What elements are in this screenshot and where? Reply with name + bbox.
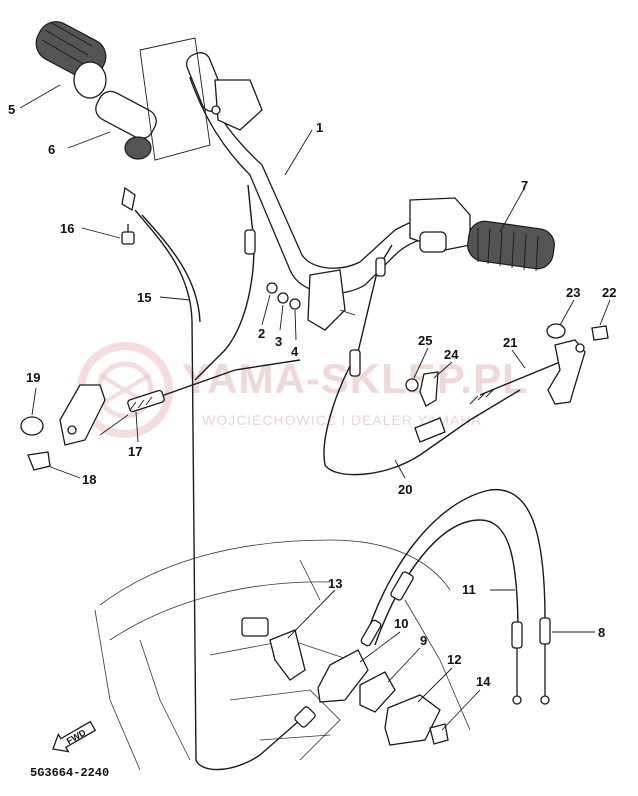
handlebar-holder (266, 269, 356, 331)
callout-7: 7 (521, 178, 528, 193)
callout-2: 2 (258, 326, 265, 341)
callout-8: 8 (598, 625, 605, 640)
callout-6: 6 (48, 142, 55, 157)
lower-parts (241, 617, 449, 746)
callout-24: 24 (444, 347, 459, 362)
callout-20: 20 (398, 482, 412, 497)
fwd-arrow: FWD (52, 720, 97, 753)
callout-15: 15 (137, 290, 151, 305)
callout-19: 19 (26, 370, 40, 385)
callout-1: 1 (316, 120, 323, 135)
callout-25: 25 (418, 333, 432, 348)
left-grip (35, 21, 107, 99)
watermark: YAMA-SKLEP.PL WOJCIECHOWICZ I DEALER YAM… (77, 342, 528, 438)
throttle-cable (121, 184, 316, 771)
callouts: 5 6 1 7 16 15 2 3 4 19 17 18 20 21 23 22… (8, 102, 616, 689)
leader-lines (19, 84, 611, 731)
callout-11: 11 (462, 582, 476, 597)
callout-23: 23 (566, 285, 580, 300)
callout-12: 12 (447, 652, 461, 667)
callout-5: 5 (8, 102, 15, 117)
fwd-arrow-icon (52, 720, 97, 753)
left-lever-holder (211, 79, 263, 131)
callout-18: 18 (82, 472, 96, 487)
callout-17: 17 (128, 444, 142, 459)
drawing-code: 5G3664-2240 (30, 766, 109, 780)
mount-bracket-outline (139, 37, 211, 161)
callout-16: 16 (60, 221, 74, 236)
brake-cables (360, 488, 551, 705)
callout-4: 4 (291, 344, 299, 359)
callout-9: 9 (420, 633, 427, 648)
callout-13: 13 (328, 576, 342, 591)
screw-16 (121, 224, 135, 245)
choke-cable-assembly (20, 359, 301, 471)
callout-21: 21 (503, 335, 517, 350)
watermark-subtitle: WOJCIECHOWICZ I DEALER YAMAHA (202, 412, 482, 428)
right-switch-grip (409, 197, 555, 272)
throttle-housing (95, 90, 157, 160)
callout-3: 3 (275, 334, 282, 349)
callout-22: 22 (602, 285, 616, 300)
callout-10: 10 (394, 616, 408, 631)
callout-14: 14 (476, 674, 491, 689)
lever-parts-right (405, 323, 609, 407)
